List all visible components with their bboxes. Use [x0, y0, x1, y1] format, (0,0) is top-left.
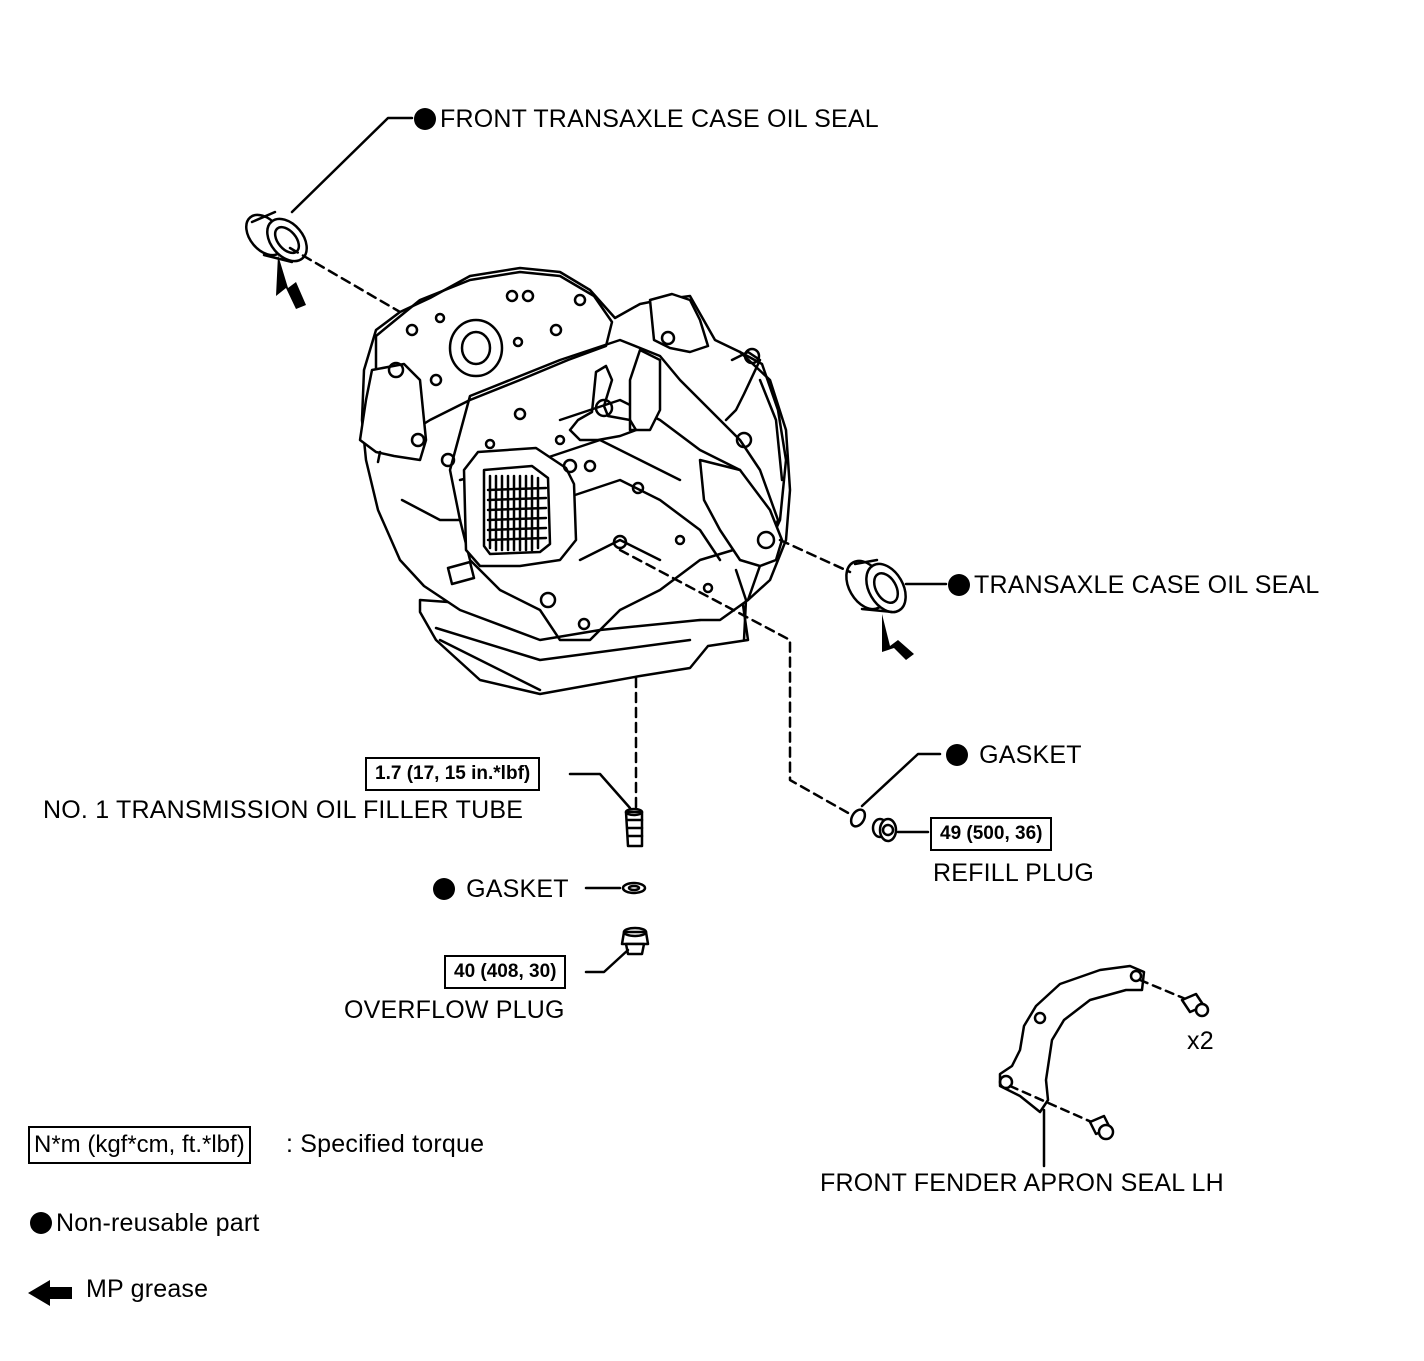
- filler-tube-torque: 1.7 (17, 15 in.*lbf): [365, 757, 541, 791]
- legend-grease: MP grease: [86, 1275, 209, 1303]
- fender-apron-label: FRONT FENDER APRON SEAL LH: [820, 1169, 1224, 1197]
- grease-legend-arrow: [28, 1280, 72, 1306]
- non-reusable-dot-icon: [946, 744, 968, 766]
- gasket-right-part: [849, 808, 867, 828]
- front-oil-seal-part: [245, 210, 308, 264]
- legend-torque-text: : Specified torque: [286, 1130, 485, 1158]
- overflow-plug-label: OVERFLOW PLUG: [344, 996, 565, 1024]
- grease-arrow-case: [882, 614, 914, 660]
- gasket-right-label: GASKET: [946, 741, 1082, 769]
- front-oil-seal-label: FRONT TRANSAXLE CASE OIL SEAL: [414, 105, 879, 133]
- overflow-plug-part: [620, 926, 650, 956]
- bolt-quantity-label: x2: [1187, 1027, 1214, 1055]
- case-oil-seal-label: TRANSAXLE CASE OIL SEAL: [948, 571, 1319, 599]
- filler-tube-part: [624, 807, 644, 848]
- non-reusable-dot-icon: [414, 108, 436, 130]
- non-reusable-dot-icon: [433, 878, 455, 900]
- grease-arrow-front: [276, 255, 306, 309]
- refill-plug-label: REFILL PLUG: [933, 859, 1095, 887]
- non-reusable-dot-icon: [948, 574, 970, 596]
- non-reusable-dot-icon: [30, 1212, 52, 1234]
- gasket-left-part: [621, 881, 647, 895]
- transaxle-assembly: [358, 266, 792, 696]
- fender-apron-part: [998, 964, 1146, 1114]
- legend-torque-box: N*m (kgf*cm, ft.*lbf): [28, 1126, 251, 1164]
- case-oil-seal-part: [845, 558, 907, 614]
- refill-plug-part: [871, 817, 898, 843]
- fender-bolt-upper: [1180, 992, 1210, 1018]
- filler-tube-label: NO. 1 TRANSMISSION OIL FILLER TUBE: [43, 796, 524, 824]
- gasket-left-label: GASKET: [433, 875, 569, 903]
- fender-bolt-lower: [1088, 1114, 1115, 1141]
- refill-plug-torque: 49 (500, 36): [930, 817, 1053, 851]
- overflow-plug-torque: 40 (408, 30): [444, 955, 567, 989]
- legend-non-reusable: Non-reusable part: [30, 1209, 260, 1237]
